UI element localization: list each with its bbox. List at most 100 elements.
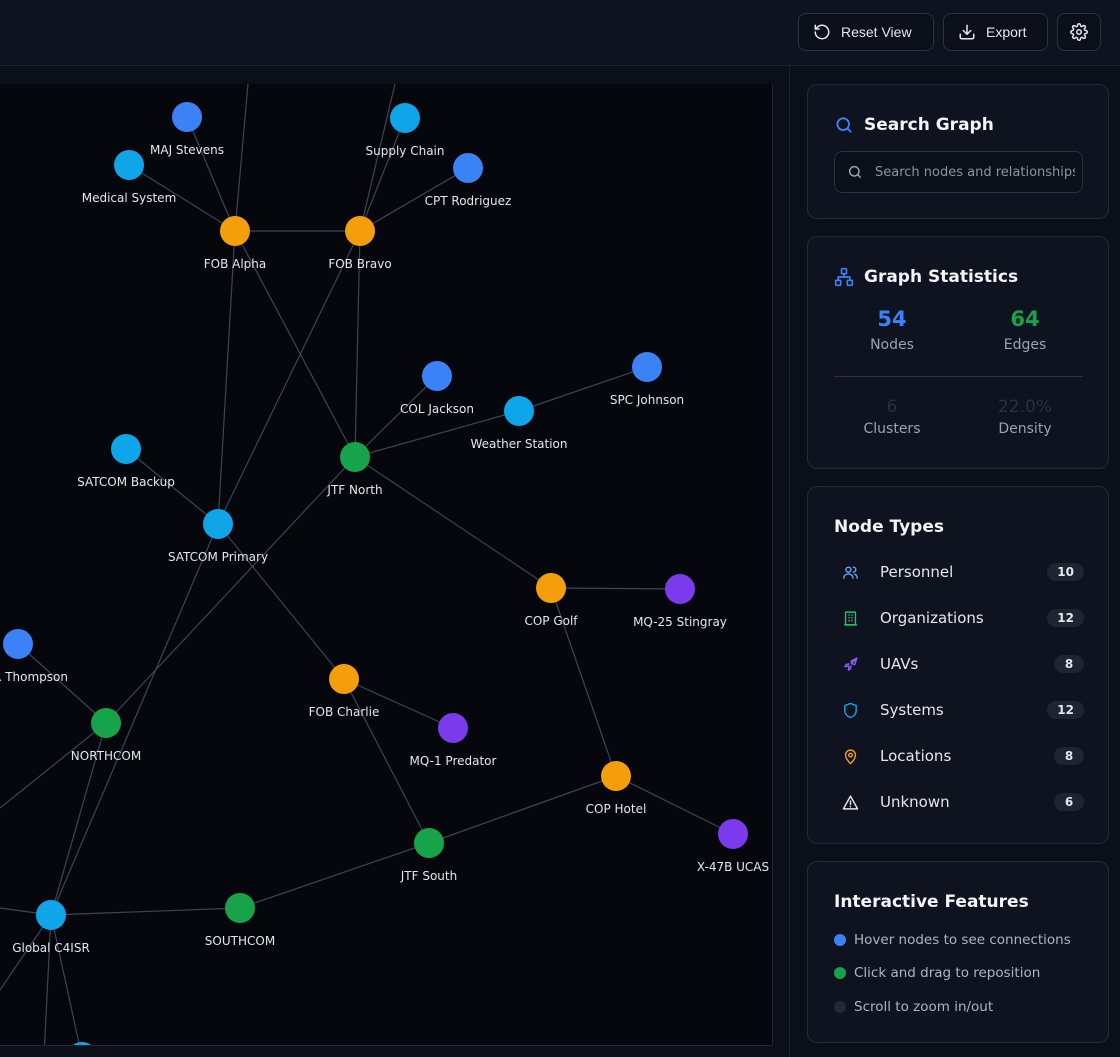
settings-button[interactable] — [1057, 13, 1101, 51]
gear-icon — [1070, 23, 1088, 41]
graph-node-x47[interactable]: X-47B UCAS — [697, 819, 769, 874]
node-circle[interactable] — [718, 819, 748, 849]
feature-label: Scroll to zoom in/out — [854, 999, 994, 1015]
graph-edge-copg-coph — [550, 587, 617, 777]
map-pin-icon — [844, 748, 857, 764]
node-circle[interactable] — [422, 361, 452, 391]
graph-node-jtfn[interactable]: JTF North — [326, 442, 383, 497]
node-circle[interactable] — [114, 150, 144, 180]
node-circle[interactable] — [36, 900, 66, 930]
graph-node-coph[interactable]: COP Hotel — [586, 761, 647, 816]
node-type-personnel[interactable]: Personnel 10 — [834, 557, 1084, 587]
graph-edge — [0, 914, 52, 991]
graph-node-medical[interactable]: Medical System — [82, 150, 177, 205]
graph-edge-northcom-global — [50, 722, 107, 916]
graph-node-satp[interactable]: SATCOM Primary — [168, 509, 268, 564]
top-toolbar: Reset View Export — [0, 0, 1120, 66]
node-circle[interactable] — [172, 102, 202, 132]
graph-node-copg[interactable]: COP Golf — [524, 573, 578, 628]
graph-node-foba[interactable]: FOB Alpha — [204, 216, 267, 271]
graph-edge-spc-weather — [518, 366, 648, 412]
stat-clusters-label: Clusters — [863, 421, 921, 437]
node-type-count: 6 — [1054, 793, 1084, 811]
node-circle[interactable] — [203, 509, 233, 539]
panel-divider — [789, 66, 790, 1057]
node-circle[interactable] — [601, 761, 631, 791]
node-label: Medical System — [82, 191, 177, 205]
graph-node-global[interactable]: Global C4ISR — [12, 900, 90, 955]
node-types-panel: Node Types Personnel 10 Organizations 12… — [807, 486, 1109, 844]
graph-node-southcom[interactable]: SOUTHCOM — [205, 893, 275, 948]
graph-node-satb[interactable]: SATCOM Backup — [77, 434, 175, 489]
edges-layer — [0, 84, 734, 1045]
graph-node-col[interactable]: COL Jackson — [400, 361, 474, 416]
node-circle[interactable] — [329, 664, 359, 694]
node-label: SOUTHCOM — [205, 934, 275, 948]
graph-edge-jtfn-northcom — [105, 456, 356, 724]
node-type-locations[interactable]: Locations 8 — [834, 741, 1084, 771]
node-circle[interactable] — [345, 216, 375, 246]
node-circle[interactable] — [414, 828, 444, 858]
graph-edge-maj-foba — [186, 116, 236, 232]
node-type-systems[interactable]: Systems 12 — [834, 695, 1084, 725]
node-circle[interactable] — [390, 103, 420, 133]
stats-title-text: Graph Statistics — [864, 267, 1019, 287]
node-label: R Thompson — [0, 670, 68, 684]
graph-node-supply[interactable]: Supply Chain — [366, 103, 445, 158]
stats-title: Graph Statistics — [834, 267, 1018, 287]
graph-node-cpt[interactable]: CPT Rodriguez — [425, 153, 512, 208]
search-panel: Search Graph — [807, 84, 1109, 219]
graph-node-jtfs[interactable]: JTF South — [400, 828, 457, 883]
graph-edge-foba-satp — [217, 230, 236, 525]
node-circle[interactable] — [453, 153, 483, 183]
node-circle[interactable] — [91, 708, 121, 738]
node-circle[interactable] — [225, 893, 255, 923]
graph-node-bottom[interactable] — [67, 1042, 97, 1046]
graph-edge — [43, 914, 52, 1045]
graph-node-weather[interactable]: Weather Station — [470, 396, 568, 451]
node-type-count: 8 — [1054, 655, 1084, 673]
node-label: SPC Johnson — [610, 393, 684, 407]
stat-clusters: 6 Clusters — [827, 397, 957, 437]
node-circle[interactable] — [632, 352, 662, 382]
search-input[interactable] — [875, 164, 1075, 180]
search-field[interactable] — [834, 151, 1083, 193]
node-circle[interactable] — [67, 1042, 97, 1046]
node-circle[interactable] — [220, 216, 250, 246]
node-circle[interactable] — [340, 442, 370, 472]
graph-node-northcom[interactable]: NORTHCOM — [71, 708, 141, 763]
node-label: X-47B UCAS — [697, 860, 769, 874]
graph-edge — [234, 84, 249, 232]
node-circle[interactable] — [536, 573, 566, 603]
graph-node-mq1[interactable]: MQ-1 Predator — [410, 713, 497, 768]
download-icon — [959, 24, 975, 40]
export-button[interactable]: Export — [943, 13, 1048, 51]
node-label: Supply Chain — [366, 144, 445, 158]
graph-node-fobb[interactable]: FOB Bravo — [328, 216, 392, 271]
node-circle[interactable] — [438, 713, 468, 743]
node-type-organizations[interactable]: Organizations 12 — [834, 603, 1084, 633]
node-type-label: Systems — [880, 701, 944, 719]
stat-edges-value: 64 — [1010, 307, 1040, 331]
graph-edge-coph-x47 — [615, 775, 734, 835]
node-label: JTF South — [400, 869, 457, 883]
stat-density-label: Density — [998, 421, 1052, 437]
graph-node-thompson[interactable]: R Thompson — [0, 629, 68, 684]
shield-icon — [844, 702, 857, 718]
feature-dot — [834, 1001, 846, 1013]
graph-node-maj[interactable]: MAJ Stevens — [150, 102, 224, 157]
node-circle[interactable] — [665, 574, 695, 604]
node-circle[interactable] — [504, 396, 534, 426]
graph-node-mq25[interactable]: MQ-25 Stingray — [633, 574, 727, 629]
graph-node-fobc[interactable]: FOB Charlie — [309, 664, 380, 719]
reset-view-button[interactable]: Reset View — [798, 13, 934, 51]
graph-edge-medical-foba — [128, 164, 236, 232]
node-circle[interactable] — [3, 629, 33, 659]
graph-node-spc[interactable]: SPC Johnson — [610, 352, 684, 407]
node-type-unknown[interactable]: Unknown 6 — [834, 787, 1084, 817]
node-type-uavs[interactable]: UAVs 8 — [834, 649, 1084, 679]
node-circle[interactable] — [111, 434, 141, 464]
